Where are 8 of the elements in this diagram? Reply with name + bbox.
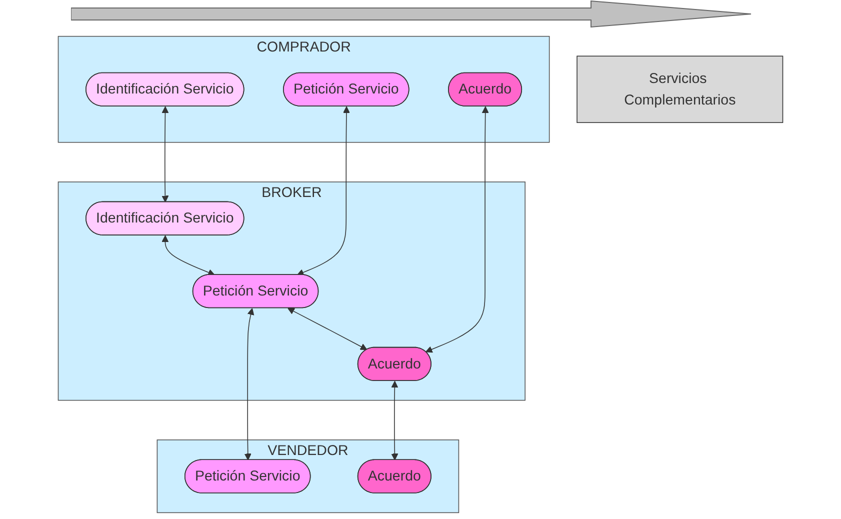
arrow <box>162 106 169 202</box>
arrow <box>425 106 489 353</box>
arrow <box>296 106 350 276</box>
arrow <box>288 308 368 350</box>
arrow <box>391 380 398 460</box>
arrow <box>162 235 215 276</box>
node-box: Servicios Complementarios <box>576 56 784 123</box>
arrow <box>244 308 254 460</box>
